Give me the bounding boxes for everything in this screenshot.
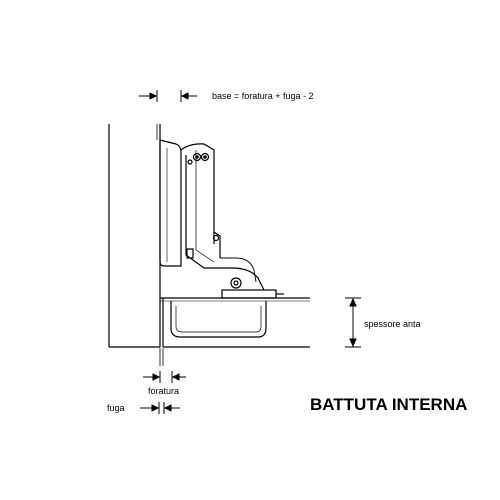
mounting-plate	[159, 139, 182, 267]
base-formula-label: base = foratura + fuga - 2	[212, 91, 314, 101]
thickness-dimension	[345, 297, 361, 348]
door-panel	[160, 297, 310, 348]
thickness-label: spessore anta	[364, 319, 421, 329]
hinge-cup	[170, 289, 284, 338]
fuga-dimension	[140, 402, 180, 414]
foratura-dimension	[143, 371, 186, 383]
foratura-label: foratura	[148, 386, 179, 396]
extension-lines	[159, 348, 164, 366]
fuga-label: fuga	[107, 403, 125, 413]
hinge-arm	[180, 143, 265, 291]
diagram-title: BATTUTA INTERNA	[310, 395, 467, 414]
base-dimension	[139, 90, 197, 102]
cabinet-side-panel	[108, 124, 161, 348]
